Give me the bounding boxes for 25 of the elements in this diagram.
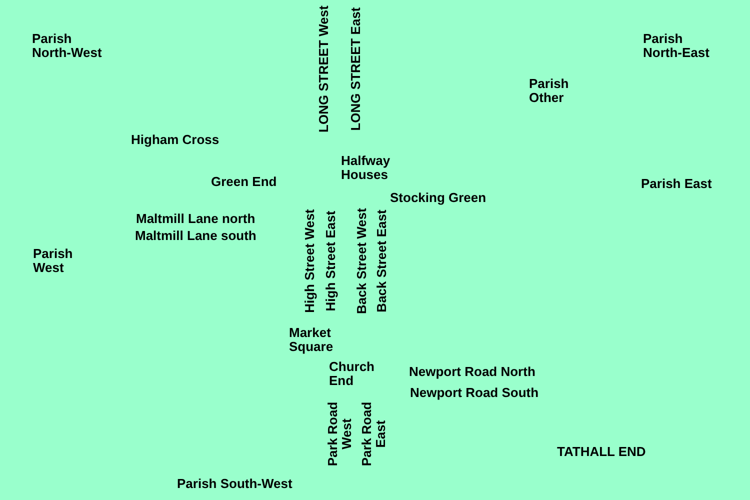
area-label: High Street East (324, 210, 338, 314)
area-label: Green End (211, 175, 278, 189)
area-label: Higham Cross (131, 133, 220, 147)
area-label: Stocking Green (390, 191, 488, 205)
area-label: Maltmill Lane north (136, 212, 256, 226)
area-label: Market Square (289, 326, 334, 354)
area-label: Parish North-West (32, 32, 103, 60)
area-label: Newport Road North (409, 365, 536, 379)
area-label: LONG STREET East (349, 6, 363, 133)
area-label: Halfway Houses (341, 154, 392, 182)
area-label: TATHALL END (557, 445, 647, 459)
area-label: Parish North-East (643, 32, 710, 60)
area-label: Newport Road South (410, 386, 540, 400)
area-label: LONG STREET West (317, 4, 331, 134)
area-label: Maltmill Lane south (135, 229, 258, 243)
area-label: Parish Other (529, 77, 570, 105)
area-label: Park Road West (326, 400, 354, 468)
area-label: High Street West (303, 208, 317, 315)
area-label: Parish South-West (177, 477, 294, 491)
area-label: Park Road East (360, 400, 388, 468)
area-label: Back Street West (355, 207, 369, 316)
area-label: Parish East (641, 177, 713, 191)
area-label: Back Street East (375, 208, 389, 314)
area-label: Parish West (33, 247, 74, 275)
area-label: Church End (329, 360, 376, 388)
